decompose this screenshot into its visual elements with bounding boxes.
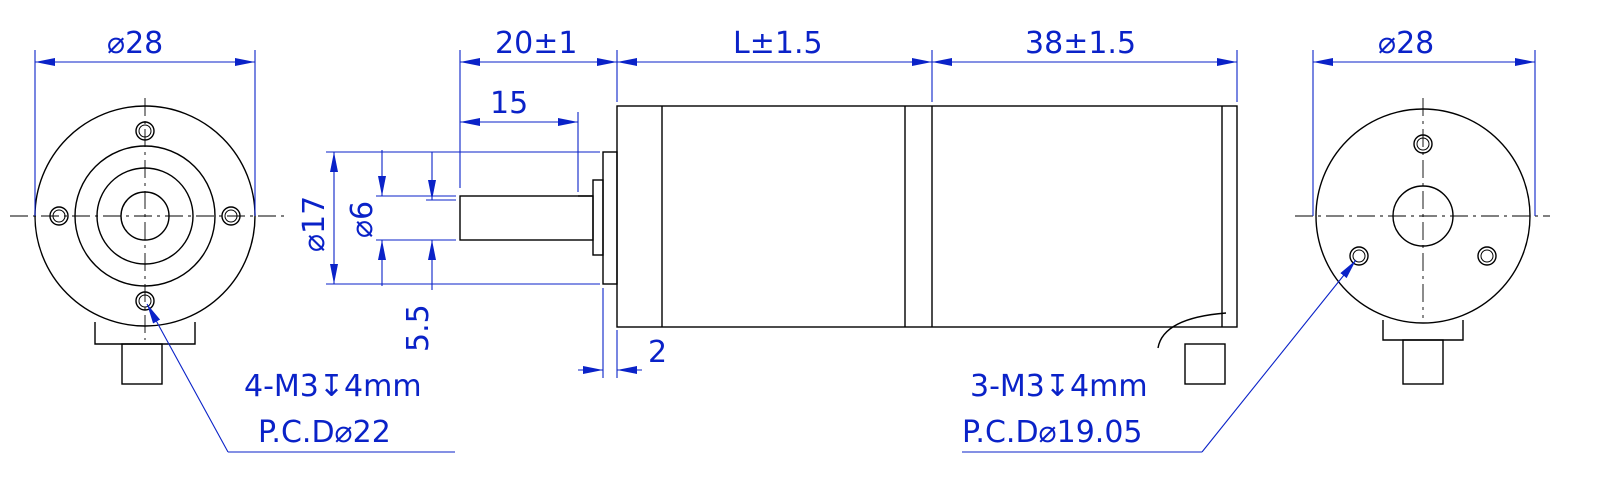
svg-text:⌀17: ⌀17 (297, 196, 332, 252)
dim-shaft-diameter: ⌀6 (345, 150, 456, 286)
right-end-view: ⌀28 3-M3↧4mm P.C.D⌀19.05 (962, 26, 1550, 453)
motor-length-label: L (733, 26, 750, 61)
pcd-value: 19.05 (1057, 415, 1143, 450)
dim-outer-diameter-right: ⌀28 (1312, 26, 1536, 216)
boss-thickness-label: 2 (648, 335, 667, 370)
outer-diameter-label: 28 (1396, 26, 1434, 61)
diameter-symbol: ⌀ (1378, 26, 1396, 61)
hole-callout-left: 4-M3↧4mm P.C.D⌀22 (146, 303, 455, 453)
diameter-symbol: ⌀ (335, 415, 353, 450)
mounting-holes-right (1349, 134, 1497, 266)
motor-tolerance-label: ±1.5 (750, 26, 823, 61)
depth-symbol: ↧ (319, 369, 344, 404)
flat-height-label: 5.5 (401, 304, 436, 352)
svg-text:3-M3↧4mm: 3-M3↧4mm (970, 369, 1148, 404)
svg-text:P.C.D⌀22: P.C.D⌀22 (258, 415, 391, 450)
diameter-symbol: ⌀ (297, 234, 332, 252)
svg-text:⌀28: ⌀28 (1378, 26, 1434, 61)
key-length-label: 15 (490, 86, 528, 121)
dim-motor-length: L±1.5 (617, 26, 933, 102)
diameter-symbol: ⌀ (1039, 415, 1057, 450)
shaft-diameter-label: 6 (345, 201, 380, 220)
gearbox-length-label: 38 (1025, 26, 1063, 61)
shaft-tolerance-label: ±1 (533, 26, 577, 61)
dim-key-length: 15 (460, 86, 579, 192)
dim-boss-diameter: ⌀17 (297, 151, 600, 285)
dim-boss-thickness: 2 (578, 288, 667, 378)
svg-text:20±1: 20±1 (495, 26, 577, 61)
hole-callout-right: 3-M3↧4mm P.C.D⌀19.05 (962, 259, 1357, 453)
dim-outer-diameter-left: ⌀28 (34, 26, 256, 216)
side-view: 20±1 L±1.5 38±1.5 15 ⌀17 ⌀6 (297, 26, 1238, 385)
mounting-holes-left (49, 121, 241, 311)
svg-text:P.C.D⌀19.05: P.C.D⌀19.05 (962, 415, 1143, 450)
dim-shaft-length: 20±1 (459, 26, 618, 188)
hole-depth-label: 4mm (1070, 369, 1148, 404)
diameter-symbol: ⌀ (345, 220, 380, 238)
hole-count-label: 4-M3 (244, 369, 319, 404)
left-end-view: ⌀28 4-M3↧4mm P.C.D⌀22 (10, 26, 455, 453)
depth-symbol: ↧ (1045, 369, 1070, 404)
outer-diameter-label: 28 (125, 26, 163, 61)
boss-diameter-label: 17 (297, 196, 332, 234)
svg-text:38±1.5: 38±1.5 (1025, 26, 1136, 61)
dim-flat-height: 5.5 (401, 152, 456, 352)
pcd-label: P.C.D (258, 415, 335, 450)
shaft-length-label: 20 (495, 26, 533, 61)
dim-gearbox-length: 38±1.5 (932, 26, 1238, 102)
pcd-label: P.C.D (962, 415, 1039, 450)
hole-depth-label: 4mm (344, 369, 422, 404)
svg-text:L±1.5: L±1.5 (733, 26, 823, 61)
svg-text:⌀28: ⌀28 (107, 26, 163, 61)
svg-text:4-M3↧4mm: 4-M3↧4mm (244, 369, 422, 404)
pcd-value: 22 (353, 415, 391, 450)
gearbox-tolerance-label: ±1.5 (1063, 26, 1136, 61)
hole-count-label: 3-M3 (970, 369, 1045, 404)
diameter-symbol: ⌀ (107, 26, 125, 61)
svg-text:⌀6: ⌀6 (345, 201, 380, 238)
